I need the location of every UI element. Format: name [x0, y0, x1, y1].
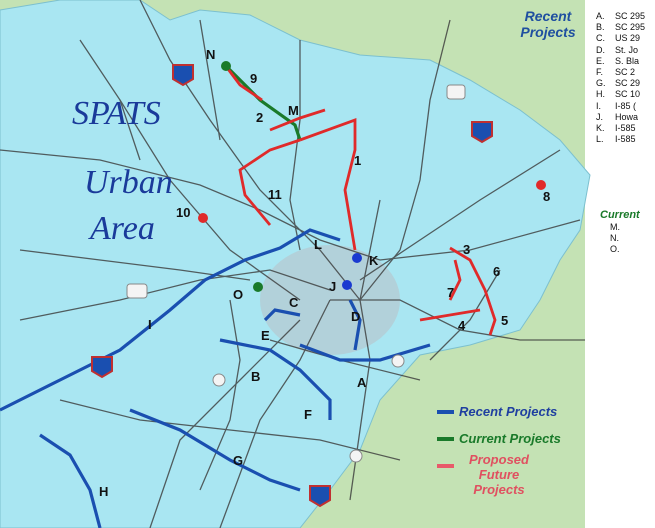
list-item: C.US 29: [596, 33, 641, 44]
legend-current-label: Current Projects: [459, 431, 561, 446]
label-B: B: [251, 369, 260, 384]
route-1: [299, 118, 357, 251]
route-A: [299, 343, 431, 362]
current-project-route-M: [223, 63, 302, 141]
route-4: [419, 308, 481, 322]
legend-recent: Recent Projects: [437, 404, 557, 419]
list-item: D.St. Jo: [596, 44, 639, 55]
label-M: M: [288, 103, 299, 118]
label-O: O: [233, 287, 243, 302]
label-2: 2: [256, 110, 263, 125]
label-I: I: [148, 317, 152, 332]
legend-proposed-swatch: [437, 463, 454, 468]
interstate-shield-icon: [309, 485, 331, 508]
list-item: G.SC 29: [596, 78, 641, 89]
route-3-west: [448, 259, 462, 301]
route-I: [0, 228, 341, 412]
label-5: 5: [501, 313, 508, 328]
list-item: I.I-85 (: [596, 100, 637, 111]
project-marker-K: [352, 253, 362, 263]
list-item: B.SC 295: [596, 22, 646, 33]
label-C: C: [289, 295, 299, 310]
label-D: D: [351, 309, 360, 324]
route-E: [263, 308, 301, 322]
route-proposed-north: [269, 108, 326, 132]
project-marker-O: [253, 282, 263, 292]
state-route-shield-icon: [349, 449, 363, 463]
recent-projects-heading: Recent Projects: [520, 8, 576, 40]
interstate-shields: [91, 64, 493, 508]
route-B: [219, 338, 332, 420]
label-4: 4: [458, 318, 466, 333]
state-route-shield-icon: [391, 354, 405, 368]
state-route-shield-icon: [212, 373, 226, 387]
legend-proposed: Proposed Future Projects: [437, 452, 539, 497]
interstate-shield-icon: [471, 121, 493, 144]
proposed-project-routes: [223, 64, 497, 336]
interstate-shield-icon: [172, 64, 194, 87]
outside-green-patch: [380, 340, 585, 528]
area-title-line3: Area: [88, 210, 155, 247]
label-9: 9: [250, 71, 257, 86]
route-2-11: [238, 138, 301, 226]
list-item: M.: [610, 222, 620, 232]
label-L: L: [314, 237, 322, 252]
legend-current: Current Projects: [437, 431, 561, 446]
label-8: 8: [543, 189, 550, 204]
area-title-line1: SPATS: [72, 95, 161, 132]
legend-proposed-label: Proposed Future Projects: [469, 452, 529, 497]
label-F: F: [304, 407, 312, 422]
us-route-shield-icon: [446, 84, 466, 100]
legend-recent-label: Recent Projects: [459, 404, 558, 419]
list-item: N.: [610, 233, 619, 243]
route-H: [39, 433, 102, 528]
route-G: [129, 408, 301, 492]
project-marker-10: [198, 213, 208, 223]
current-projects-heading: Current: [600, 209, 640, 221]
label-7: 7: [447, 285, 454, 300]
label-1: 1: [354, 153, 361, 168]
list-item: A.SC 295: [596, 11, 646, 21]
interstate-shield-icon: [91, 356, 113, 379]
label-J: J: [329, 279, 336, 294]
list-item: E.S. Bla: [596, 55, 640, 66]
legend-current-swatch: [437, 436, 454, 441]
list-item: L.I-585: [596, 134, 636, 145]
list-item: O.: [610, 244, 620, 254]
label-N: N: [206, 47, 215, 62]
label-A: A: [357, 375, 367, 390]
label-H: H: [99, 484, 108, 499]
current-projects-list: M. N. O.: [610, 222, 620, 255]
area-title-line2: Urban: [84, 164, 173, 201]
label-K: K: [369, 253, 379, 268]
label-10: 10: [176, 205, 190, 220]
route-9: [223, 64, 263, 102]
label-E: E: [261, 328, 270, 343]
us-route-shield-icon: [126, 283, 148, 299]
recent-projects-list: A.SC 295 B.SC 295 C.US 29 D.St. Jo E.S. …: [596, 11, 655, 145]
label-3: 3: [463, 242, 470, 257]
label-6: 6: [493, 264, 500, 279]
project-marker-J: [342, 280, 352, 290]
legend-recent-swatch: [437, 409, 454, 414]
list-item: K.I-585: [596, 123, 636, 134]
project-marker-N: [221, 61, 231, 71]
recent-project-routes: [0, 228, 431, 528]
project-marker-8: [536, 180, 546, 190]
legend-background: [585, 0, 655, 528]
list-item: J.Howa: [596, 111, 639, 122]
list-item: F.SC 2: [596, 67, 636, 78]
label-11: 11: [268, 187, 282, 202]
list-item: H.SC 10: [596, 89, 641, 100]
label-G: G: [233, 453, 243, 468]
route-D: [348, 299, 362, 351]
route-3-6-5: [449, 246, 497, 336]
